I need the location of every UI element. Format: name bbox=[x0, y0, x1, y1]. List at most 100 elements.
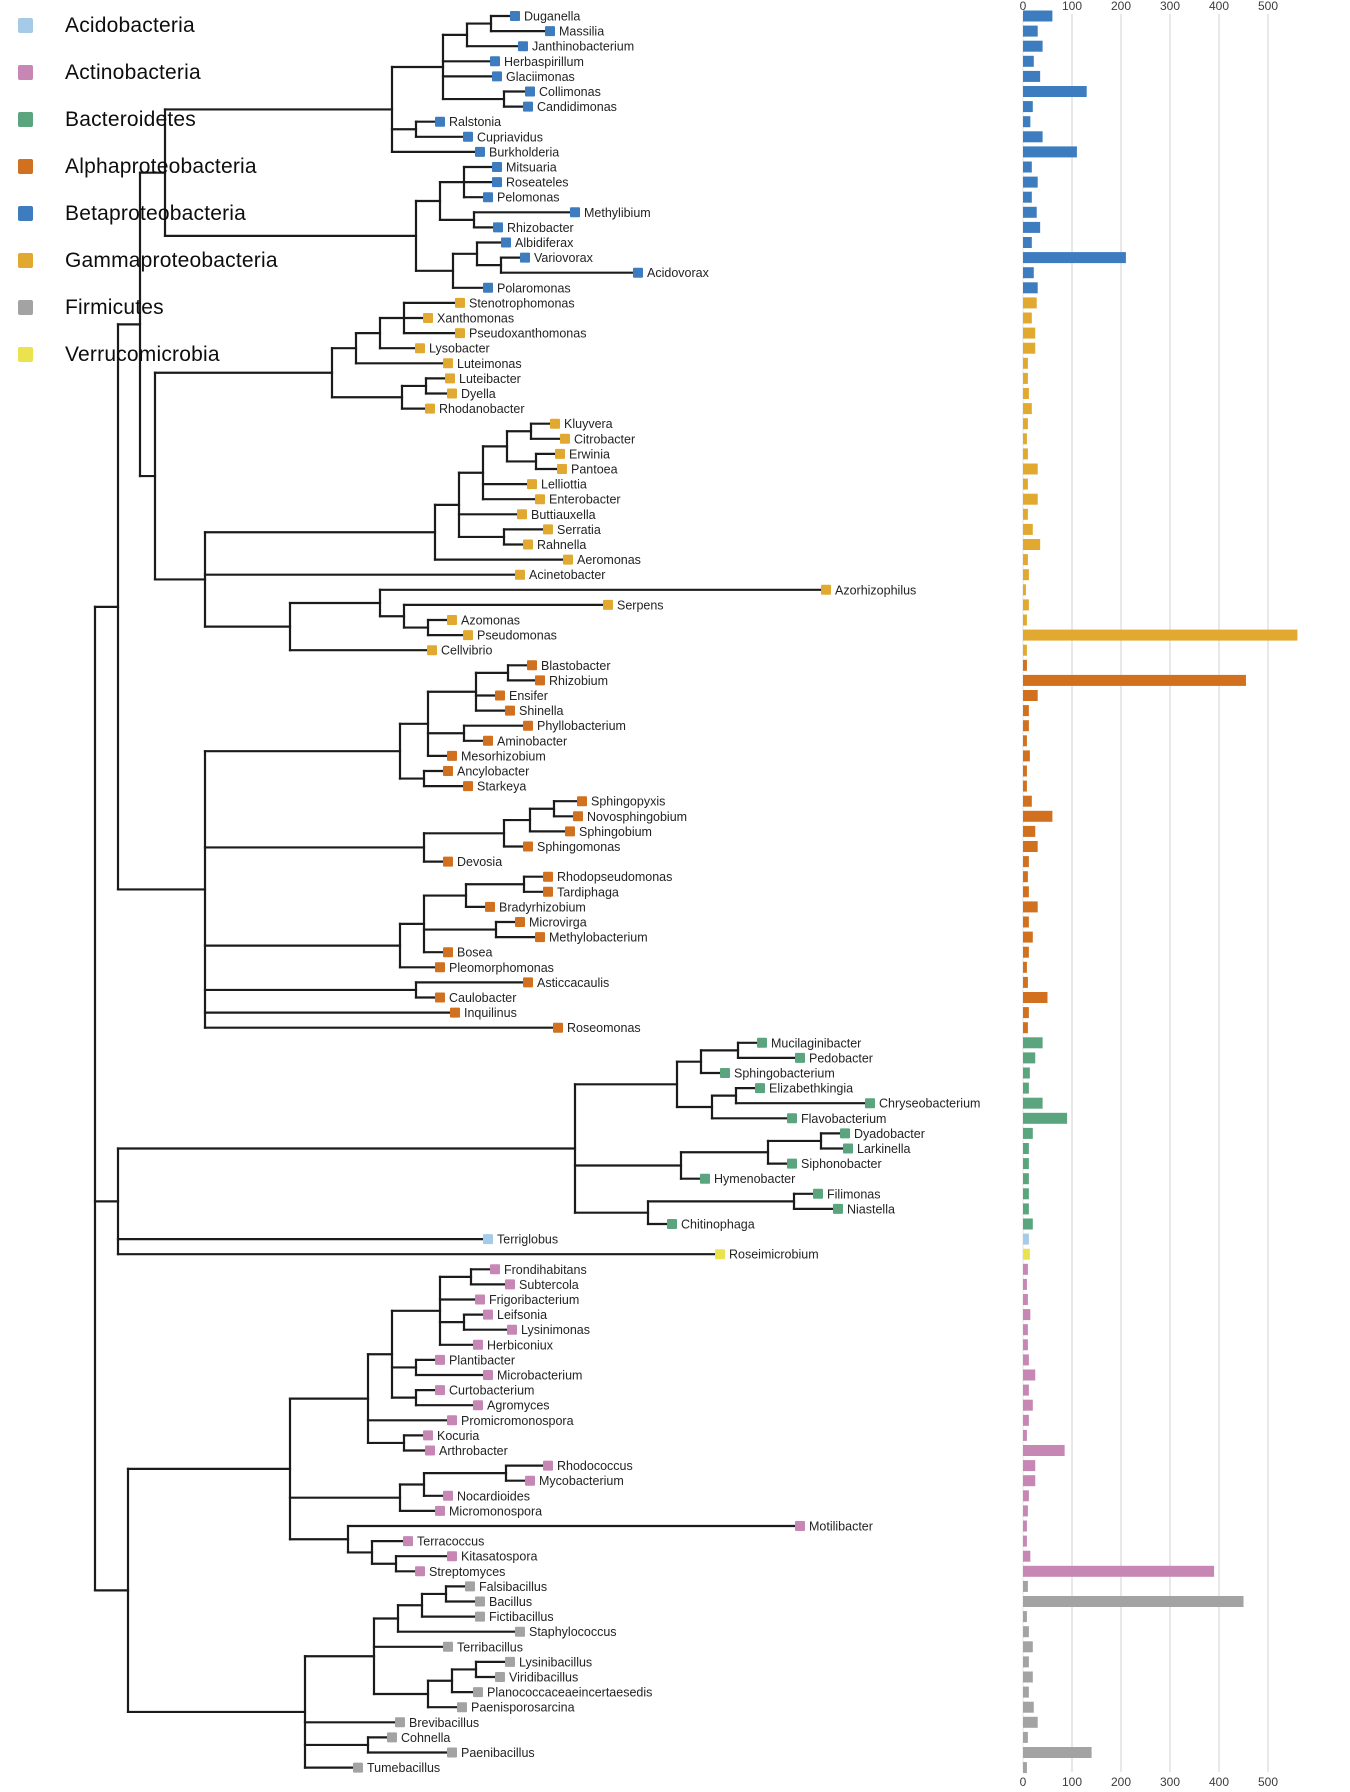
taxon-label: Xanthomonas bbox=[437, 312, 514, 326]
count-bar bbox=[1023, 1671, 1033, 1683]
legend-label: Alphaproteobacteria bbox=[65, 154, 257, 178]
legend-item-alphaproteobacteria: Alphaproteobacteria bbox=[18, 143, 278, 190]
taxon-tip-marker bbox=[515, 917, 525, 927]
taxon-tip-marker bbox=[443, 766, 453, 776]
count-bar bbox=[1023, 1233, 1029, 1245]
taxon-tip-marker bbox=[423, 313, 433, 323]
taxon-tip-marker bbox=[715, 1249, 725, 1260]
taxon-tip-marker bbox=[527, 479, 537, 490]
count-bar bbox=[1023, 1460, 1036, 1472]
count-bar bbox=[1023, 810, 1053, 822]
taxon-label: Luteimonas bbox=[457, 357, 522, 371]
taxon-tip-marker bbox=[455, 328, 465, 339]
count-bar bbox=[1023, 191, 1032, 203]
taxon-tip-marker bbox=[517, 509, 527, 520]
taxon-tip-marker bbox=[457, 1702, 467, 1713]
count-bar bbox=[1023, 916, 1029, 928]
count-bar bbox=[1023, 1550, 1031, 1562]
legend-item-actinobacteria: Actinobacteria bbox=[18, 49, 278, 96]
count-bar bbox=[1023, 372, 1028, 384]
count-bar bbox=[1023, 1082, 1029, 1094]
taxon-tip-marker bbox=[427, 645, 437, 656]
count-bar bbox=[1023, 674, 1246, 686]
taxon-tip-marker bbox=[518, 41, 528, 52]
x-axis-tick-label-bottom: 500 bbox=[1258, 1775, 1278, 1789]
legend-item-gammaproteobacteria: Gammaproteobacteria bbox=[18, 237, 278, 284]
taxon-label: Burkholderia bbox=[489, 145, 559, 159]
count-bar bbox=[1023, 463, 1038, 475]
taxon-label: Nocardioides bbox=[457, 1489, 530, 1503]
count-bar bbox=[1023, 357, 1028, 369]
legend-swatch-icon bbox=[18, 253, 33, 268]
taxon-label: Tumebacillus bbox=[367, 1761, 440, 1775]
taxon-tip-marker bbox=[445, 373, 455, 384]
taxon-tip-marker bbox=[757, 1037, 767, 1048]
taxon-tip-marker bbox=[843, 1143, 853, 1154]
taxon-label: Pedobacter bbox=[809, 1051, 873, 1065]
taxon-label: Flavobacterium bbox=[801, 1112, 886, 1126]
taxon-label: Mitsuaria bbox=[506, 161, 557, 175]
taxon-label: Roseomonas bbox=[567, 1021, 641, 1035]
taxon-label: Frondihabitans bbox=[504, 1263, 587, 1277]
taxon-tip-marker bbox=[403, 1536, 413, 1547]
count-bar bbox=[1023, 539, 1041, 550]
legend-swatch-icon bbox=[18, 18, 33, 33]
taxon-tip-marker bbox=[353, 1762, 363, 1773]
legend-swatch-icon bbox=[18, 300, 33, 315]
count-bar bbox=[1023, 1399, 1033, 1411]
taxon-label: Rahnella bbox=[537, 538, 586, 552]
taxon-tip-marker bbox=[543, 1460, 553, 1471]
taxon-tip-marker bbox=[483, 1370, 493, 1380]
taxon-label: Herbiconiux bbox=[487, 1338, 554, 1352]
taxon-label: Rhodopseudomonas bbox=[557, 870, 672, 884]
legend-swatch-icon bbox=[18, 65, 33, 80]
taxon-label: Sphingomonas bbox=[537, 840, 620, 854]
count-bar bbox=[1023, 1384, 1029, 1396]
taxon-label: Shinella bbox=[519, 704, 564, 718]
count-bar bbox=[1023, 206, 1037, 218]
taxon-label: Microbacterium bbox=[497, 1369, 582, 1383]
x-axis-tick-label-top: 0 bbox=[1020, 0, 1027, 13]
legend-swatch-icon bbox=[18, 347, 33, 362]
taxon-label: Albidiferax bbox=[515, 236, 574, 250]
taxon-label: Roseateles bbox=[506, 176, 569, 190]
taxon-label: Filimonas bbox=[827, 1187, 881, 1201]
taxon-label: Terribacillus bbox=[457, 1640, 523, 1654]
count-bar bbox=[1023, 1067, 1030, 1079]
count-bar bbox=[1023, 1626, 1029, 1638]
taxon-label: Mucilaginibacter bbox=[771, 1036, 861, 1050]
taxon-label: Caulobacter bbox=[449, 991, 516, 1005]
taxon-label: Aeromonas bbox=[577, 553, 641, 567]
count-bar bbox=[1023, 659, 1027, 671]
count-bar bbox=[1023, 86, 1087, 97]
taxon-label: Chitinophaga bbox=[681, 1218, 755, 1232]
taxon-tip-marker bbox=[435, 1385, 445, 1396]
taxon-label: Elizabethkingia bbox=[769, 1082, 853, 1096]
count-bar bbox=[1023, 1580, 1028, 1592]
taxon-label: Azorhizophilus bbox=[835, 583, 916, 597]
legend-label: Bacteroidetes bbox=[65, 107, 197, 131]
count-bar bbox=[1023, 720, 1029, 732]
legend-label: Acidobacteria bbox=[65, 13, 195, 37]
count-bar bbox=[1023, 1324, 1028, 1336]
count-bar bbox=[1023, 629, 1298, 641]
taxon-tip-marker bbox=[495, 690, 505, 701]
taxon-label: Kitasatospora bbox=[461, 1550, 537, 1564]
taxon-tip-marker bbox=[535, 675, 545, 686]
taxon-tip-marker bbox=[515, 1626, 525, 1637]
legend-swatch-icon bbox=[18, 112, 33, 127]
taxon-tip-marker bbox=[821, 584, 831, 595]
taxon-tip-marker bbox=[493, 222, 503, 233]
taxon-tip-marker bbox=[475, 1596, 485, 1607]
taxon-tip-marker bbox=[492, 177, 502, 188]
taxon-label: Siphonobacter bbox=[801, 1157, 882, 1171]
count-bar bbox=[1023, 221, 1041, 233]
taxon-label: Novosphingobium bbox=[587, 810, 687, 824]
count-bar bbox=[1023, 55, 1034, 67]
taxon-label: Ensifer bbox=[509, 689, 548, 703]
count-bar bbox=[1023, 856, 1029, 868]
taxon-label: Kocuria bbox=[437, 1429, 479, 1443]
taxon-label: Blastobacter bbox=[541, 659, 610, 673]
